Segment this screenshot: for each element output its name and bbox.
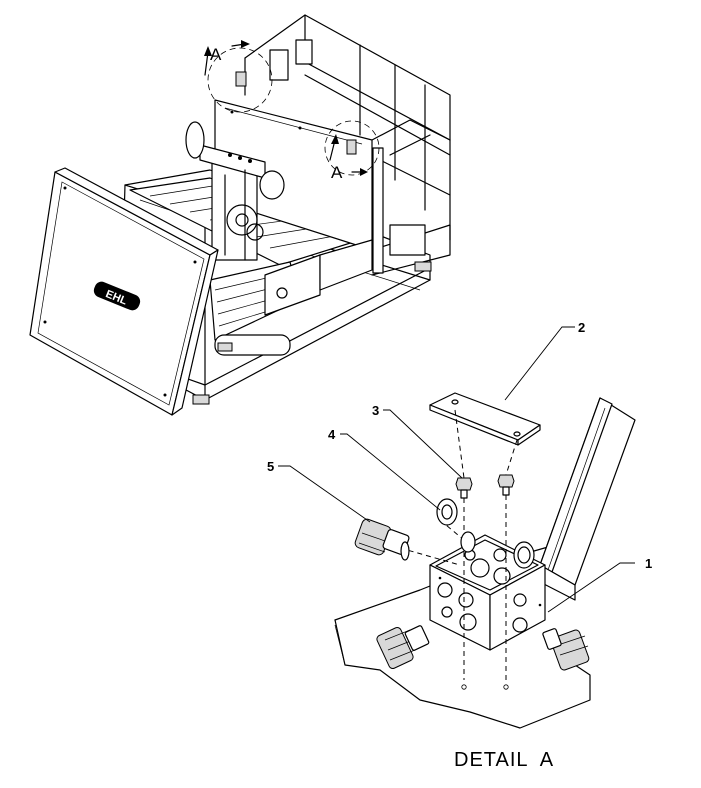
- assembly-lines: [399, 409, 518, 690]
- leader-lines: [278, 326, 635, 613]
- cover-plate: [429, 392, 541, 446]
- safety-cage: [244, 14, 451, 276]
- cable-gland-right: [542, 628, 590, 671]
- detail-title: DETAIL A: [454, 749, 554, 771]
- screw: [455, 477, 473, 499]
- view-marker-a-right: A: [324, 120, 380, 182]
- view-marker-a-left: A: [204, 40, 273, 113]
- callout-1: 1: [645, 556, 652, 571]
- view-marker-label: A: [210, 45, 222, 64]
- callout-2: 2: [578, 320, 585, 335]
- cover-screws: [455, 474, 515, 499]
- machine-assembly: EHL A A: [29, 14, 451, 416]
- callout-3: 3: [372, 403, 379, 418]
- view-marker-label: A: [331, 163, 343, 182]
- callout-5: 5: [267, 459, 274, 474]
- callout-4: 4: [328, 427, 336, 442]
- junction-box: [429, 534, 546, 651]
- front-guard-panel: EHL: [29, 167, 219, 416]
- cable-gland-left: [376, 625, 430, 669]
- leveling-feet: [192, 261, 432, 405]
- pusher-mechanism: [185, 121, 373, 316]
- screw: [497, 474, 515, 496]
- locknut-ring: [513, 541, 535, 569]
- lock-washer: [436, 498, 476, 553]
- detail-a-exploded-view: 1 2 3 4 5 DETAIL A: [267, 320, 652, 771]
- connector-fitting: [354, 518, 410, 561]
- channel-post: [539, 397, 636, 601]
